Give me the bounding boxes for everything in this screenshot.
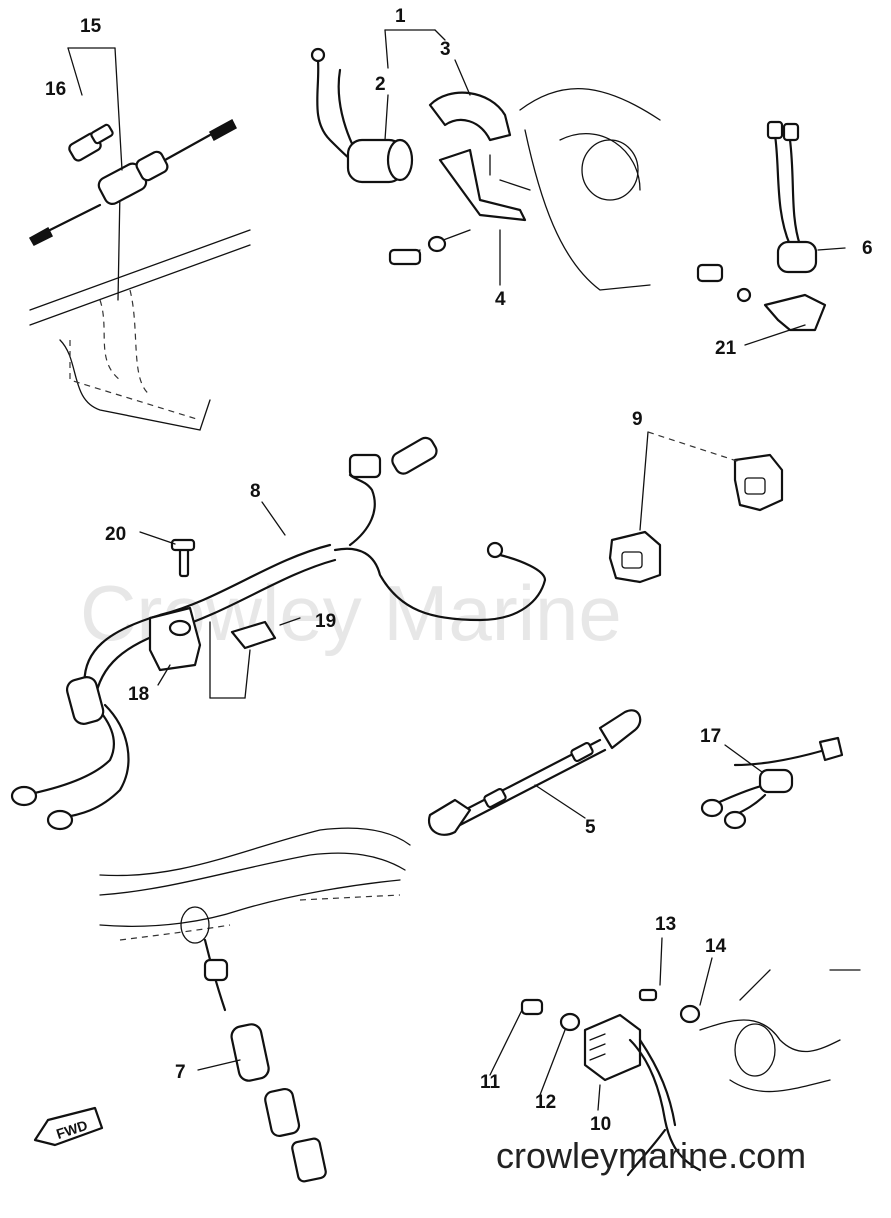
rectifier-assembly <box>489 937 861 1177</box>
callout-12: 12 <box>535 1092 556 1113</box>
callout-7: 7 <box>175 1062 186 1083</box>
callout-4: 4 <box>495 289 506 310</box>
callout-1: 1 <box>395 6 406 27</box>
switch-assembly <box>696 120 846 346</box>
callout-6: 6 <box>862 238 873 259</box>
callout-3: 3 <box>440 39 451 60</box>
wiring-harness-assembly <box>10 436 547 831</box>
plug-lead-assembly: FWD <box>33 827 411 1183</box>
callout-5: 5 <box>585 817 596 838</box>
lead-assembly <box>700 736 844 830</box>
callout-14: 14 <box>705 936 727 957</box>
callout-20: 20 <box>105 524 126 545</box>
callout-10: 10 <box>590 1114 611 1135</box>
starter-solenoid-assembly <box>310 29 661 291</box>
callout-2: 2 <box>375 74 386 95</box>
callout-21: 21 <box>715 338 737 359</box>
callout-labels: 1 2 3 4 5 6 7 8 9 10 11 12 13 14 15 16 1… <box>45 6 873 1135</box>
footer-url: crowleymarine.com <box>496 1135 806 1176</box>
callout-17: 17 <box>700 726 721 747</box>
callout-11: 11 <box>480 1072 501 1093</box>
callout-15: 15 <box>80 16 102 37</box>
callout-13: 13 <box>655 914 676 935</box>
callout-18: 18 <box>128 684 149 705</box>
callout-16: 16 <box>45 79 66 100</box>
fuse-holder-assembly <box>28 47 251 431</box>
cap-assembly <box>608 431 784 584</box>
cable-assembly <box>427 709 642 836</box>
callout-8: 8 <box>250 481 261 502</box>
callout-19: 19 <box>315 611 336 632</box>
fwd-arrow <box>33 1106 104 1147</box>
callout-9: 9 <box>632 409 643 430</box>
